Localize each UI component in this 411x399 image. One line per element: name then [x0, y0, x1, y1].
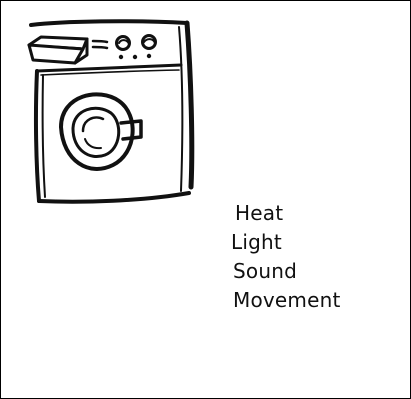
word-light: Light — [231, 228, 341, 257]
word-sound: Sound — [231, 257, 341, 286]
energy-word-list: Heat Light Sound Movement — [231, 199, 341, 315]
washing-machine-icon — [23, 15, 201, 211]
word-movement: Movement — [231, 286, 341, 315]
word-heat: Heat — [231, 199, 341, 228]
